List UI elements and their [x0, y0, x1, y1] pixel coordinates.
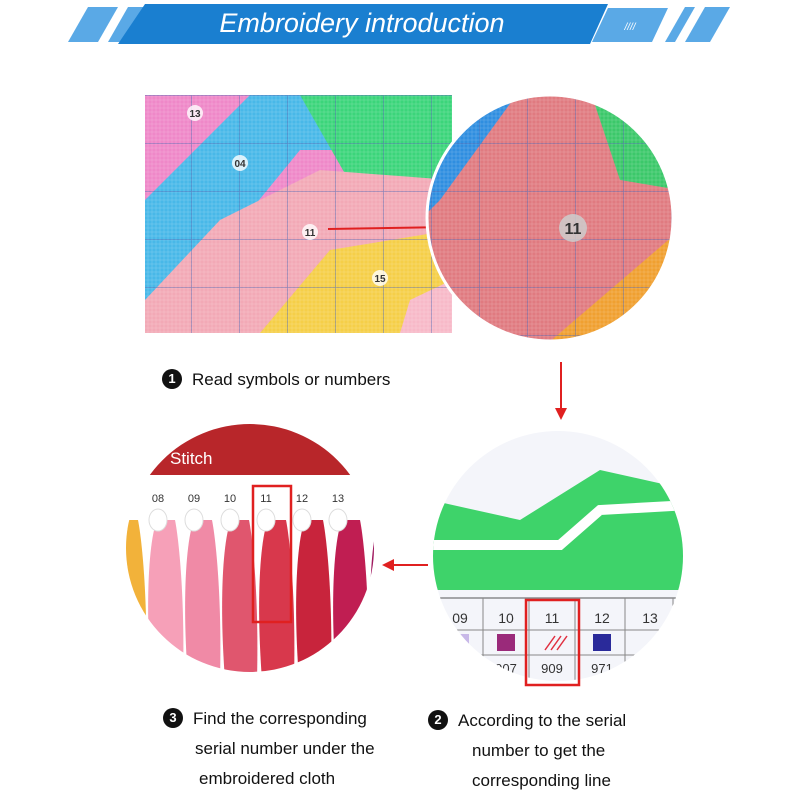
pattern-photo: 13 04 11 15 [145, 95, 452, 333]
thread-skein [185, 520, 221, 672]
page-title: Embroidery introduction [219, 8, 504, 38]
banner-decoration: //// [623, 22, 636, 33]
legend-circle: 09 10 11 12 13 907 909 971 [433, 431, 683, 681]
hatch-symbol [550, 635, 562, 651]
thread-skein [370, 520, 374, 672]
pattern-symbol: 04 [234, 159, 246, 170]
thread-number: 12 [296, 493, 308, 505]
thread-number: 08 [152, 493, 164, 505]
step-number: 2 [428, 709, 448, 730]
step-1: 1 Read symbols or numbers [162, 365, 390, 395]
hatch-symbol [544, 635, 556, 651]
legend-number: 11 [545, 610, 560, 626]
stripe [685, 7, 730, 42]
legend-number: 09 [452, 610, 468, 626]
step-number: 1 [162, 368, 182, 389]
thread-card-circle: Stitch 08 09 10 11 12 13 [126, 424, 374, 672]
thread-skein [222, 520, 258, 672]
symbol-swatch [497, 634, 515, 651]
thread-hole [256, 508, 276, 532]
step-text: Find the corresponding [193, 709, 367, 728]
thread-hole [184, 508, 204, 532]
thread-skein [148, 520, 184, 672]
step-text: serial number under the [195, 739, 375, 758]
legend-number: 10 [498, 610, 514, 626]
thread-number: 09 [188, 493, 200, 505]
thread-hole [148, 508, 168, 532]
pattern-symbol: 11 [305, 228, 316, 239]
thread-card-label: Stitch [170, 449, 213, 468]
step-text: embroidered cloth [199, 769, 336, 788]
legend-number: 12 [594, 610, 610, 626]
step-text: According to the serial [458, 711, 627, 730]
thread-code: 907 [495, 661, 517, 676]
step-number: 3 [163, 707, 183, 728]
arrow-left-icon [382, 559, 428, 571]
symbol-swatch [593, 634, 611, 651]
step-text: number to get the [472, 741, 606, 760]
thread-code: 971 [591, 661, 613, 676]
header-banner: Embroidery introduction //// [68, 4, 730, 44]
stripe [665, 7, 695, 42]
thread-number: 11 [260, 493, 271, 505]
symbol-swatch [451, 634, 469, 651]
thread-number: 13 [332, 493, 344, 505]
banner-tail [592, 8, 668, 42]
thread-skein [259, 520, 295, 672]
pattern-symbol: 15 [374, 274, 386, 285]
thread-number: 10 [224, 493, 236, 505]
highlight-box [251, 484, 293, 624]
step-text: corresponding line [472, 771, 611, 790]
magnified-symbol: 11 [565, 221, 582, 238]
highlight-box [524, 598, 581, 687]
magnified-circle: 11 [427, 95, 673, 341]
thread-code: 909 [541, 661, 563, 676]
thread-skein [333, 520, 369, 672]
thread-hole [220, 508, 240, 532]
step-text: Read symbols or numbers [192, 370, 391, 389]
pattern-symbol: 13 [189, 109, 201, 120]
hatch-symbol [556, 635, 568, 651]
thread-hole [328, 508, 348, 532]
thread-hole [292, 508, 312, 532]
thread-skein [296, 520, 332, 672]
banner-main [118, 4, 608, 44]
legend-number: 13 [642, 610, 658, 626]
step-2: 2 According to the serial number to get t… [428, 706, 626, 796]
thread-skein [126, 520, 147, 672]
stripe [68, 7, 118, 42]
step-3: 3 Find the corresponding serial number un… [163, 704, 375, 794]
arrow-down-icon [555, 362, 567, 420]
